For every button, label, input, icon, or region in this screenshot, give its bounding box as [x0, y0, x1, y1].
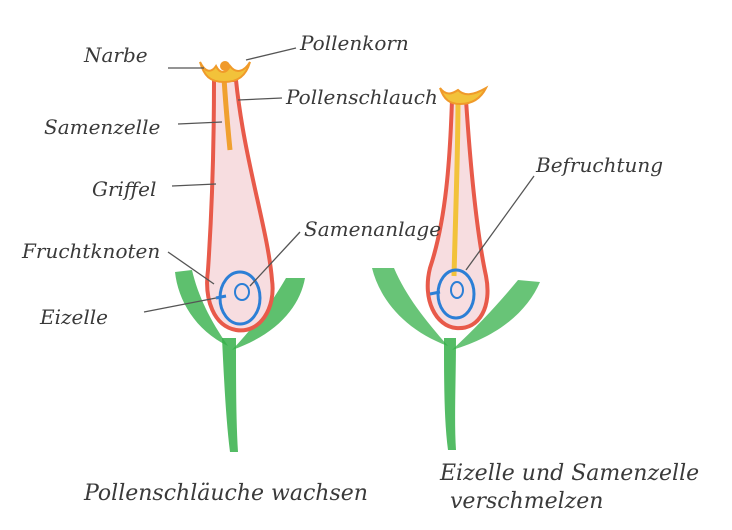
label-befruchtung: Befruchtung — [535, 153, 663, 177]
caption-right-line2: verschmelzen — [450, 489, 603, 514]
leader-pollenschlauch — [238, 98, 282, 100]
leader-griffel — [172, 184, 216, 186]
label-fruchtknoten: Fruchtknoten — [21, 239, 160, 263]
label-eizelle: Eizelle — [39, 305, 108, 329]
left-ovule-tick — [216, 296, 226, 298]
left-flower — [175, 61, 305, 452]
left-stem — [222, 338, 238, 452]
right-stigma — [440, 88, 486, 104]
caption-left: Pollenschläuche wachsen — [83, 481, 368, 506]
right-stem — [444, 338, 456, 450]
left-pistil-body — [207, 80, 272, 330]
label-griffel: Griffel — [92, 177, 156, 201]
right-flower — [372, 88, 540, 450]
label-samenanlage: Samenanlage — [304, 217, 441, 241]
caption-right-line1: Eizelle und Samenzelle — [439, 461, 699, 486]
captions: Pollenschläuche wachsen Eizelle und Same… — [83, 461, 699, 514]
label-pollenschlauch: Pollenschlauch — [285, 85, 438, 109]
label-pollenkorn: Pollenkorn — [299, 31, 409, 55]
leader-pollenkorn — [246, 48, 296, 60]
labels: Narbe Pollenkorn Pollenschlauch Samenzel… — [21, 31, 663, 329]
left-pollen-grain — [220, 61, 230, 71]
label-narbe: Narbe — [83, 43, 148, 67]
label-samenzelle: Samenzelle — [44, 115, 160, 139]
right-ovule-tick — [430, 292, 440, 294]
